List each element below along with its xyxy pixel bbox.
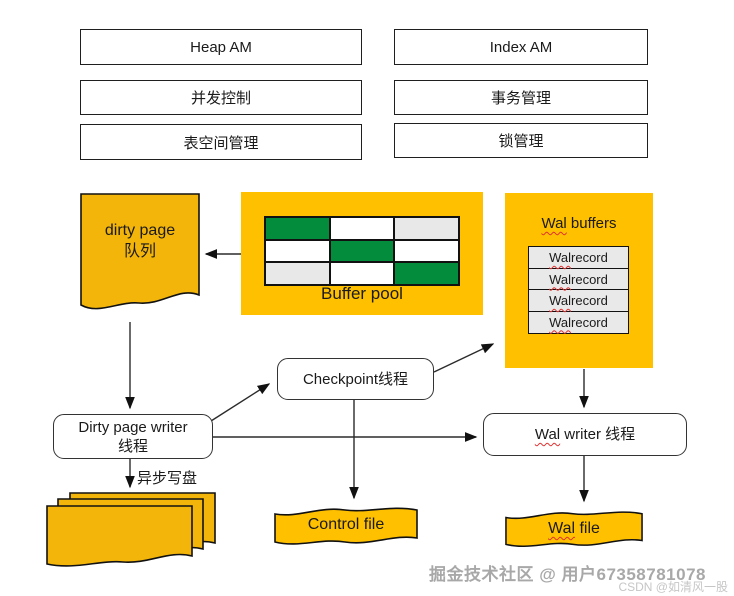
control-file-shape: Control file xyxy=(273,503,419,551)
wal-record: Wal record xyxy=(528,310,629,334)
dirty-page-writer-box: Dirty page writer 线程 xyxy=(53,414,213,459)
document-shape-icon xyxy=(80,193,200,310)
checkpoint-thread-box: Checkpoint线程 xyxy=(277,358,434,400)
buffer-cell xyxy=(395,218,458,239)
module-heap-am: Heap AM xyxy=(80,29,362,65)
wal-buffers-panel: Wal buffers Wal record Wal record Wal re… xyxy=(505,193,653,368)
multi-document-icon xyxy=(46,492,216,567)
dirty-page-queue-shape: dirty page 队列 xyxy=(79,192,201,322)
module-lock-management: 锁管理 xyxy=(394,123,648,158)
buffer-pool-grid xyxy=(264,216,460,286)
control-file-label: Control file xyxy=(307,516,385,533)
dirty-page-queue-label: dirty page 队列 xyxy=(104,222,176,260)
watermark-juejin: 掘金技术社区 @ 用户67358781078 xyxy=(428,565,706,584)
buffer-pool-panel: Buffer pool xyxy=(241,192,483,315)
buffer-cell xyxy=(395,240,458,262)
wal-record: Wal record xyxy=(528,289,629,312)
watermark-csdn: CSDN @如清风一股 xyxy=(618,580,728,594)
module-transaction-management: 事务管理 xyxy=(394,80,648,115)
buffer-cell xyxy=(330,240,394,262)
buffer-cell xyxy=(395,263,458,284)
buffer-cell xyxy=(330,218,394,239)
wal-file-label: Wal file xyxy=(548,520,600,537)
tape-shape-icon xyxy=(274,507,418,545)
module-tablespace-management: 表空间管理 xyxy=(80,124,362,160)
buffer-cell xyxy=(266,240,329,262)
wal-record: Wal record xyxy=(528,246,629,269)
buffer-pool-label: Buffer pool xyxy=(321,284,403,303)
tape-shape-icon xyxy=(505,511,643,548)
wal-writer-thread-box: Wal writer 线程 xyxy=(483,413,687,456)
wal-record: Wal record xyxy=(528,267,629,291)
module-index-am: Index AM xyxy=(394,29,648,65)
data-files-stack-shape xyxy=(46,492,218,572)
wal-file-shape: Wal file xyxy=(502,507,646,553)
module-concurrency-control: 并发控制 xyxy=(80,80,362,115)
buffer-cell xyxy=(330,263,394,284)
buffer-cell xyxy=(266,263,329,284)
buffer-cell xyxy=(266,218,329,239)
wal-buffers-title: Wal buffers xyxy=(541,215,617,232)
wal-records-list: Wal record Wal record Wal record Wal rec… xyxy=(528,246,629,334)
async-write-label: 异步写盘 xyxy=(137,470,198,487)
